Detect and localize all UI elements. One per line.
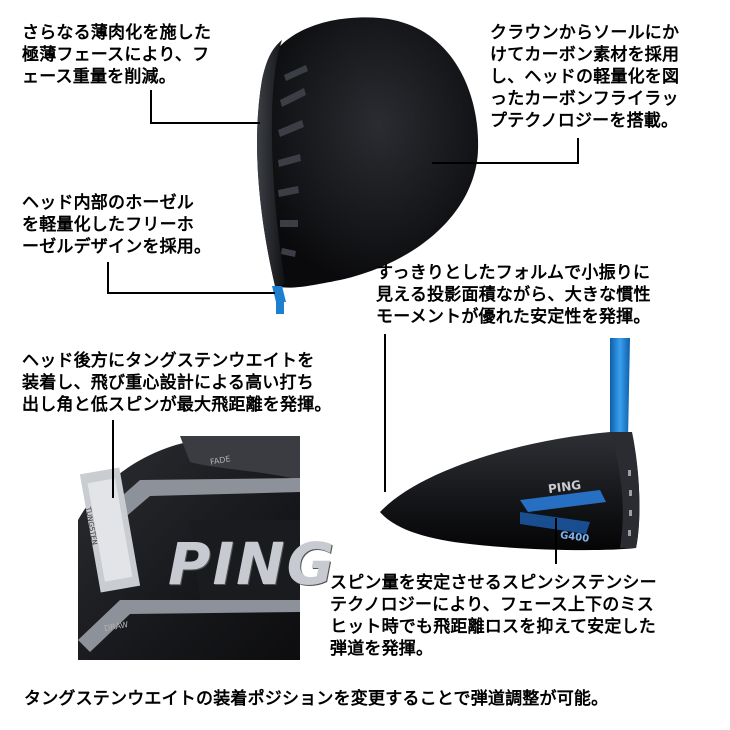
crown-leader-h (432, 162, 579, 164)
hosel-leader-v (107, 262, 109, 294)
tungsten-leader-v (112, 420, 114, 498)
spin-leader-v (555, 518, 557, 564)
hosel-callout: ヘッド内部のホーゼル を軽量化したフリーホ ーゼルデザインを採用。 (22, 193, 212, 257)
crown-leader-v (577, 138, 579, 164)
spin-callout: スピン量を安定させるスピンシステンシー テクノロジーにより、フェース上下のミス … (330, 573, 657, 659)
hosel-leader-h (107, 292, 275, 294)
face-leader-h (150, 122, 260, 124)
face-callout: さらなる薄肉化を施した 極薄フェースにより、フ ェース重量を削減。 (22, 23, 212, 87)
form-callout: すっきりとしたフォルムで小振りに 見える投影面積ながら、大きな慣性 モーメントが… (376, 263, 651, 327)
crown-callout: クラウンからソールにか けてカーボン素材を採用 し、ヘッドの軽量化を図 ったカー… (490, 23, 680, 131)
tungsten-callout: ヘッド後方にタングステンウエイトを 装着し、飛び重心設計による高い打ち 出し角と… (22, 351, 332, 415)
form-leader-v (384, 334, 386, 492)
bottom-caption: タングステンウエイトの装着ポジションを変更することで弾道調整が可能。 (24, 689, 609, 709)
face-leader-v (150, 90, 152, 124)
sole-brand-logo: PING (168, 530, 337, 598)
